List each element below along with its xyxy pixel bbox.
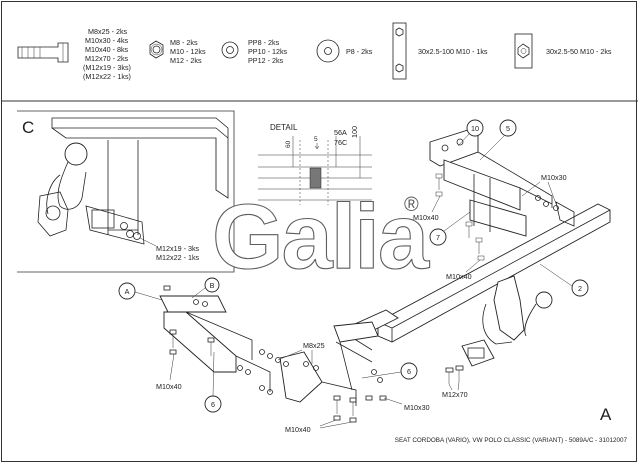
view-letter: A xyxy=(600,405,612,424)
bolt-spec: (M12x19 - 3ks) xyxy=(83,63,131,72)
short-plate-icon xyxy=(514,33,533,69)
dim-100: 100 xyxy=(350,126,359,138)
label-m12x70: M12x70 xyxy=(442,390,468,399)
callout-6-left: 6 xyxy=(211,400,215,409)
callout-6-right: 6 xyxy=(407,367,411,376)
bolt-spec: M8x25 - 2ks xyxy=(88,27,128,36)
callout-a: A xyxy=(125,287,130,296)
detail-view: DETAIL 5 60 56A 76C 100 xyxy=(258,123,372,205)
label-m10x40-mid: M10x40 xyxy=(446,272,472,281)
label-m10x40-bottom: M10x40 xyxy=(285,425,311,434)
washer-spec: PP12 - 2ks xyxy=(248,56,284,65)
footer-caption: SEAT CORDOBA (VARIO), VW POLO CLASSIC (V… xyxy=(395,437,628,444)
inset-bolt-spec: M12x19 - 3ks xyxy=(156,244,200,253)
washer-spec: PP10 - 12ks xyxy=(248,47,288,56)
large-washer-icon xyxy=(316,39,340,63)
large-washer-spec: P8 - 2ks xyxy=(346,47,373,56)
dim-56a: 56A xyxy=(334,128,347,137)
bolt-icon xyxy=(17,42,69,63)
long-plate-icon xyxy=(392,22,407,80)
logo-text: Galia xyxy=(212,186,430,288)
callout-7: 7 xyxy=(436,233,440,242)
label-m10x30-bottom: M10x30 xyxy=(404,403,430,412)
callout-circle-7 xyxy=(429,228,447,246)
inset-c: C xyxy=(17,110,235,273)
callouts: 10 5 7 2 A B 6 6 xyxy=(118,119,589,413)
main-assembly xyxy=(159,129,611,423)
callout-circle-b xyxy=(204,277,220,293)
bolt-spec: (M12x22 - 1ks) xyxy=(83,72,131,81)
bolt-spec: M12x70 - 2ks xyxy=(85,54,129,63)
dim-76c: 76C xyxy=(334,138,347,147)
callout-2: 2 xyxy=(578,284,582,293)
dim-left: 60 xyxy=(285,140,292,148)
nut-icon xyxy=(149,40,164,59)
bolt-spec: M10x30 - 4ks xyxy=(85,36,129,45)
label-m8x25: M8x25 xyxy=(303,341,325,350)
washer-spec: PP8 - 2ks xyxy=(248,38,280,47)
short-plate-spec: 30x2.5-50 M10 - 2ks xyxy=(546,47,612,56)
callout-circle-a xyxy=(118,282,136,300)
label-m10x30-top: M10x30 xyxy=(541,173,567,182)
callout-circle-10 xyxy=(466,119,484,137)
callout-circle-2 xyxy=(571,279,589,297)
galia-logo: Galia ® xyxy=(211,185,432,288)
long-plate-spec: 30x2.5-100 M10 - 1ks xyxy=(418,47,488,56)
label-m10x40-top: M10x40 xyxy=(413,213,439,222)
inset-bolt-spec: M12x22 - 1ks xyxy=(156,253,200,262)
nut-spec: M8 - 2ks xyxy=(170,38,198,47)
callout-circle-5 xyxy=(499,119,517,137)
registered-mark: ® xyxy=(404,194,419,216)
label-m10x40-left: M10x40 xyxy=(156,382,182,391)
nut-spec: M10 - 12ks xyxy=(170,47,206,56)
callout-b: B xyxy=(210,281,215,290)
inset-letter: C xyxy=(22,118,34,137)
bolt-spec: M10x40 - 8ks xyxy=(85,45,129,54)
washer-icon xyxy=(221,41,239,59)
detail-label: DETAIL xyxy=(270,123,298,132)
callout-5: 5 xyxy=(506,124,510,133)
callout-10: 10 xyxy=(471,124,479,133)
dim-small: 5 xyxy=(314,136,318,143)
nut-spec: M12 - 2ks xyxy=(170,56,202,65)
callout-circle-6-right xyxy=(400,362,418,380)
